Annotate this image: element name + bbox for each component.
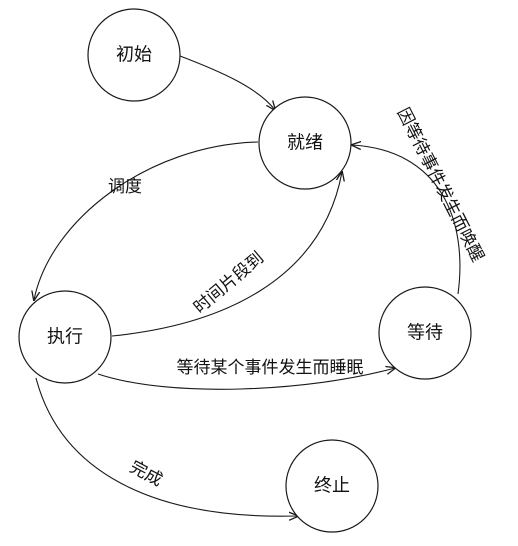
state-ready: 就绪 [258, 96, 352, 190]
state-terminated: 终止 [285, 439, 379, 533]
state-waiting-label: 等待 [407, 323, 443, 344]
state-waiting: 等待 [378, 286, 472, 380]
edge-wake-label: 因等待事件发生而唤醒 [393, 105, 488, 266]
edge-time-slice [111, 172, 342, 337]
edge-schedule-label: 调度 [108, 177, 142, 197]
edge-complete [35, 377, 298, 516]
edge-complete-label: 完成 [126, 457, 165, 491]
state-initial: 初始 [87, 8, 181, 102]
state-running: 执行 [18, 290, 112, 384]
edge-wake [352, 145, 461, 295]
state-terminated-label: 终止 [314, 476, 350, 497]
edge-initial-to-ready [179, 55, 275, 110]
state-initial-label: 初始 [116, 45, 152, 66]
state-ready-label: 就绪 [287, 133, 323, 154]
edge-sleep [97, 368, 395, 390]
state-running-label: 执行 [47, 327, 83, 348]
edge-sleep-label: 等待某个事件发生而睡眠 [177, 358, 364, 378]
edge-schedule [34, 141, 259, 300]
